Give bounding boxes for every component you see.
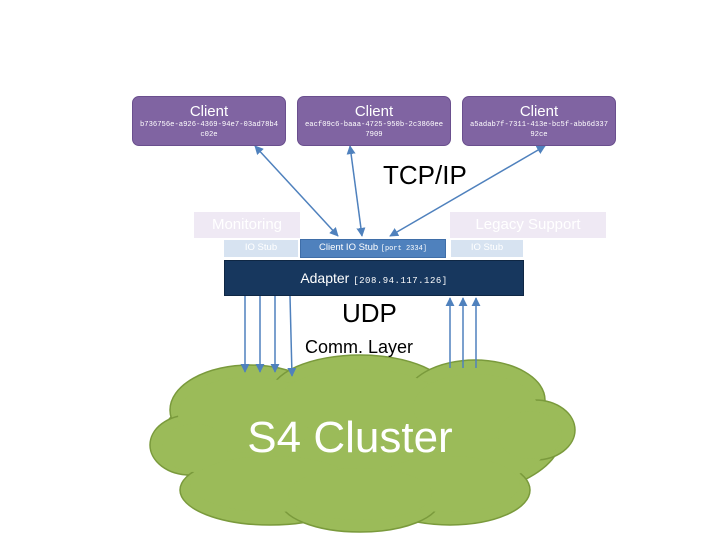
legacy-io-stub: IO Stub [451,240,523,257]
udp-label: UDP [342,298,397,328]
comm-layer-label: Comm. Layer [305,337,414,357]
client-box-2: Client eacf09c6-baaa-4725-950b-2c3860ee7… [297,96,451,146]
monitoring-box: Monitoring [194,212,300,238]
arrow-client-2-to-client-stub [346,145,366,237]
adapter-box: Adapter [208.94.117.126] [224,260,524,296]
client-title: Client [189,103,229,120]
monitoring-io-stub: IO Stub [224,240,298,257]
client-id: b736756e-a926-4369-94e7-03ad78b4c02e [139,121,279,139]
arrow-udp-down-4 [287,295,297,377]
arrow-client-1-to-client-stub [254,145,339,237]
client-title: Client [519,103,559,120]
client-id: a5adab7f-7311-413e-bc5f-abb6d33792ce [469,121,609,139]
client-box-3: Client a5adab7f-7311-413e-bc5f-abb6d3379… [462,96,616,146]
client-box-1: Client b736756e-a926-4369-94e7-03ad78b4c… [132,96,286,146]
s4-cluster-label: S4 Cluster [247,413,453,462]
adapter-ip: [208.94.117.126] [353,276,448,286]
client-title: Client [354,103,394,120]
client-io-stub-port: [port 2334] [380,245,427,253]
client-io-stub-label: Client IO Stub [319,242,379,253]
legacy-support-box: Legacy Support [450,212,606,238]
client-id: eacf09c6-baaa-4725-950b-2c3860ee7909 [304,121,444,139]
arrow-client-3-to-client-stub [389,145,546,237]
adapter-label: Adapter [300,270,350,286]
client-io-stub: Client IO Stub [port 2334] [300,239,446,258]
tcp-ip-label: TCP/IP [383,160,467,190]
s4-cluster-cloud-fill [162,369,562,520]
